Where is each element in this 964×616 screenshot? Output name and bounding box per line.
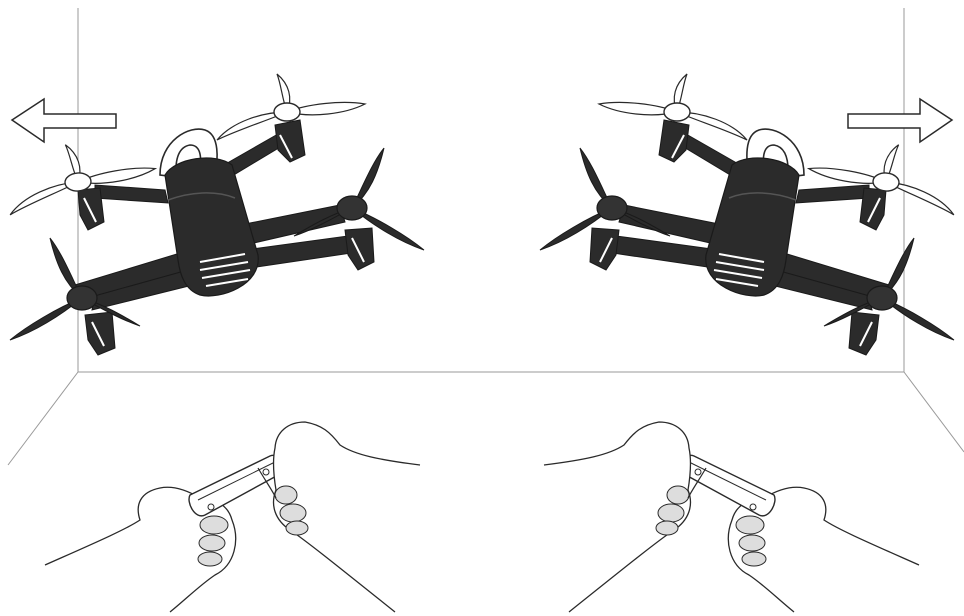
arrow-left-icon — [11, 98, 117, 143]
hands-controller-left-icon — [44, 421, 421, 613]
hands-controller-right-icon — [543, 421, 920, 613]
arrow-right-icon — [847, 98, 953, 143]
